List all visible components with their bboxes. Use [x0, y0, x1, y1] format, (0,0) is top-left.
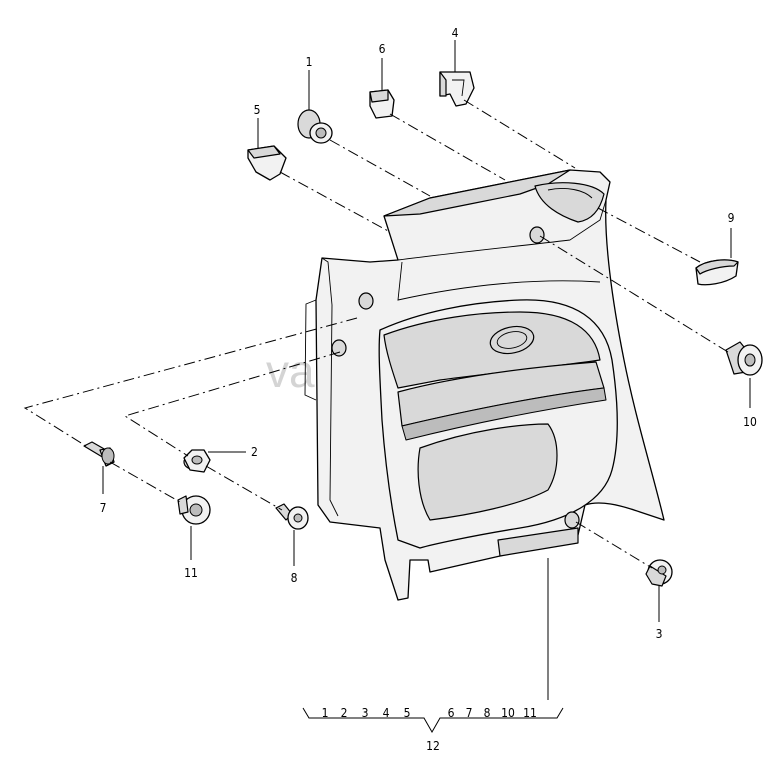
assembly-member: 1 — [322, 706, 329, 720]
clip-part-3 — [645, 559, 673, 587]
screw-part-7 — [83, 441, 115, 467]
screw-part-8 — [275, 503, 309, 530]
trim-piece-part-9 — [695, 259, 739, 286]
assembly-member: 3 — [362, 706, 369, 720]
callout-10: 10 — [743, 415, 757, 429]
cover-part-5 — [247, 145, 287, 181]
callout-8: 8 — [291, 571, 298, 585]
callout-lines — [102, 40, 751, 734]
side-trim-panel — [304, 169, 665, 601]
callout-9: 9 — [728, 211, 735, 225]
callout-1: 1 — [306, 55, 313, 69]
callout-7: 7 — [100, 501, 107, 515]
callout-11: 11 — [184, 566, 198, 580]
callout-5: 5 — [254, 103, 261, 117]
clip-part-2 — [183, 449, 211, 473]
assembly-group: 1 2 3 4 5 6 7 8 10 11 12 — [322, 706, 537, 753]
assembly-member: 5 — [404, 706, 411, 720]
assembly-member: 10 — [501, 706, 515, 720]
grommet-part-10 — [725, 341, 763, 376]
callout-12: 12 — [426, 739, 440, 753]
clip-part-6 — [369, 89, 395, 119]
assembly-member: 11 — [523, 706, 537, 720]
assembly-member: 8 — [484, 706, 491, 720]
callout-3: 3 — [656, 627, 663, 641]
callout-labels: 1 2 3 4 5 6 7 8 9 10 11 — [100, 26, 757, 641]
callout-2: 2 — [251, 445, 258, 459]
callout-4: 4 — [452, 26, 459, 40]
assembly-member: 2 — [341, 706, 348, 720]
cap-nut-part-1 — [297, 109, 333, 144]
assembly-member: 4 — [383, 706, 390, 720]
bracket-part-4 — [439, 71, 475, 107]
assembly-member: 6 — [448, 706, 455, 720]
leader-lines — [23, 99, 729, 569]
clip-part-11 — [177, 495, 211, 525]
callout-6: 6 — [379, 42, 386, 56]
assembly-member: 7 — [466, 706, 473, 720]
